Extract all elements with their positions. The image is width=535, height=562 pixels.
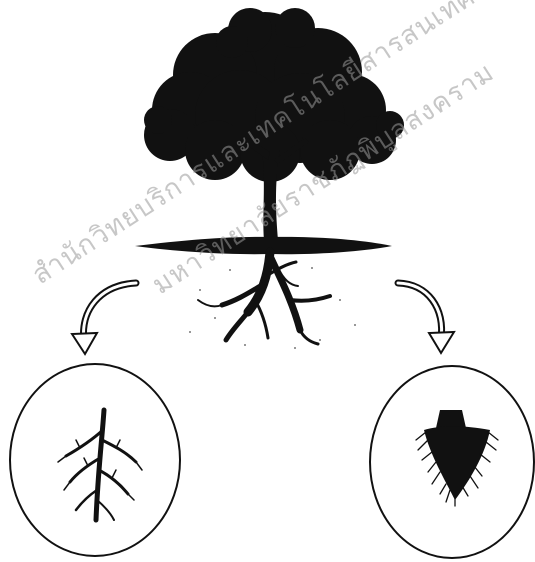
right-arrow-icon (398, 283, 454, 353)
soil-texture (189, 267, 356, 349)
taproot-system-panel (10, 364, 180, 556)
left-arrow-icon (72, 283, 136, 354)
ground-line (135, 237, 392, 254)
tree-roots (198, 252, 330, 344)
fibrous-root-system-panel (370, 366, 534, 558)
